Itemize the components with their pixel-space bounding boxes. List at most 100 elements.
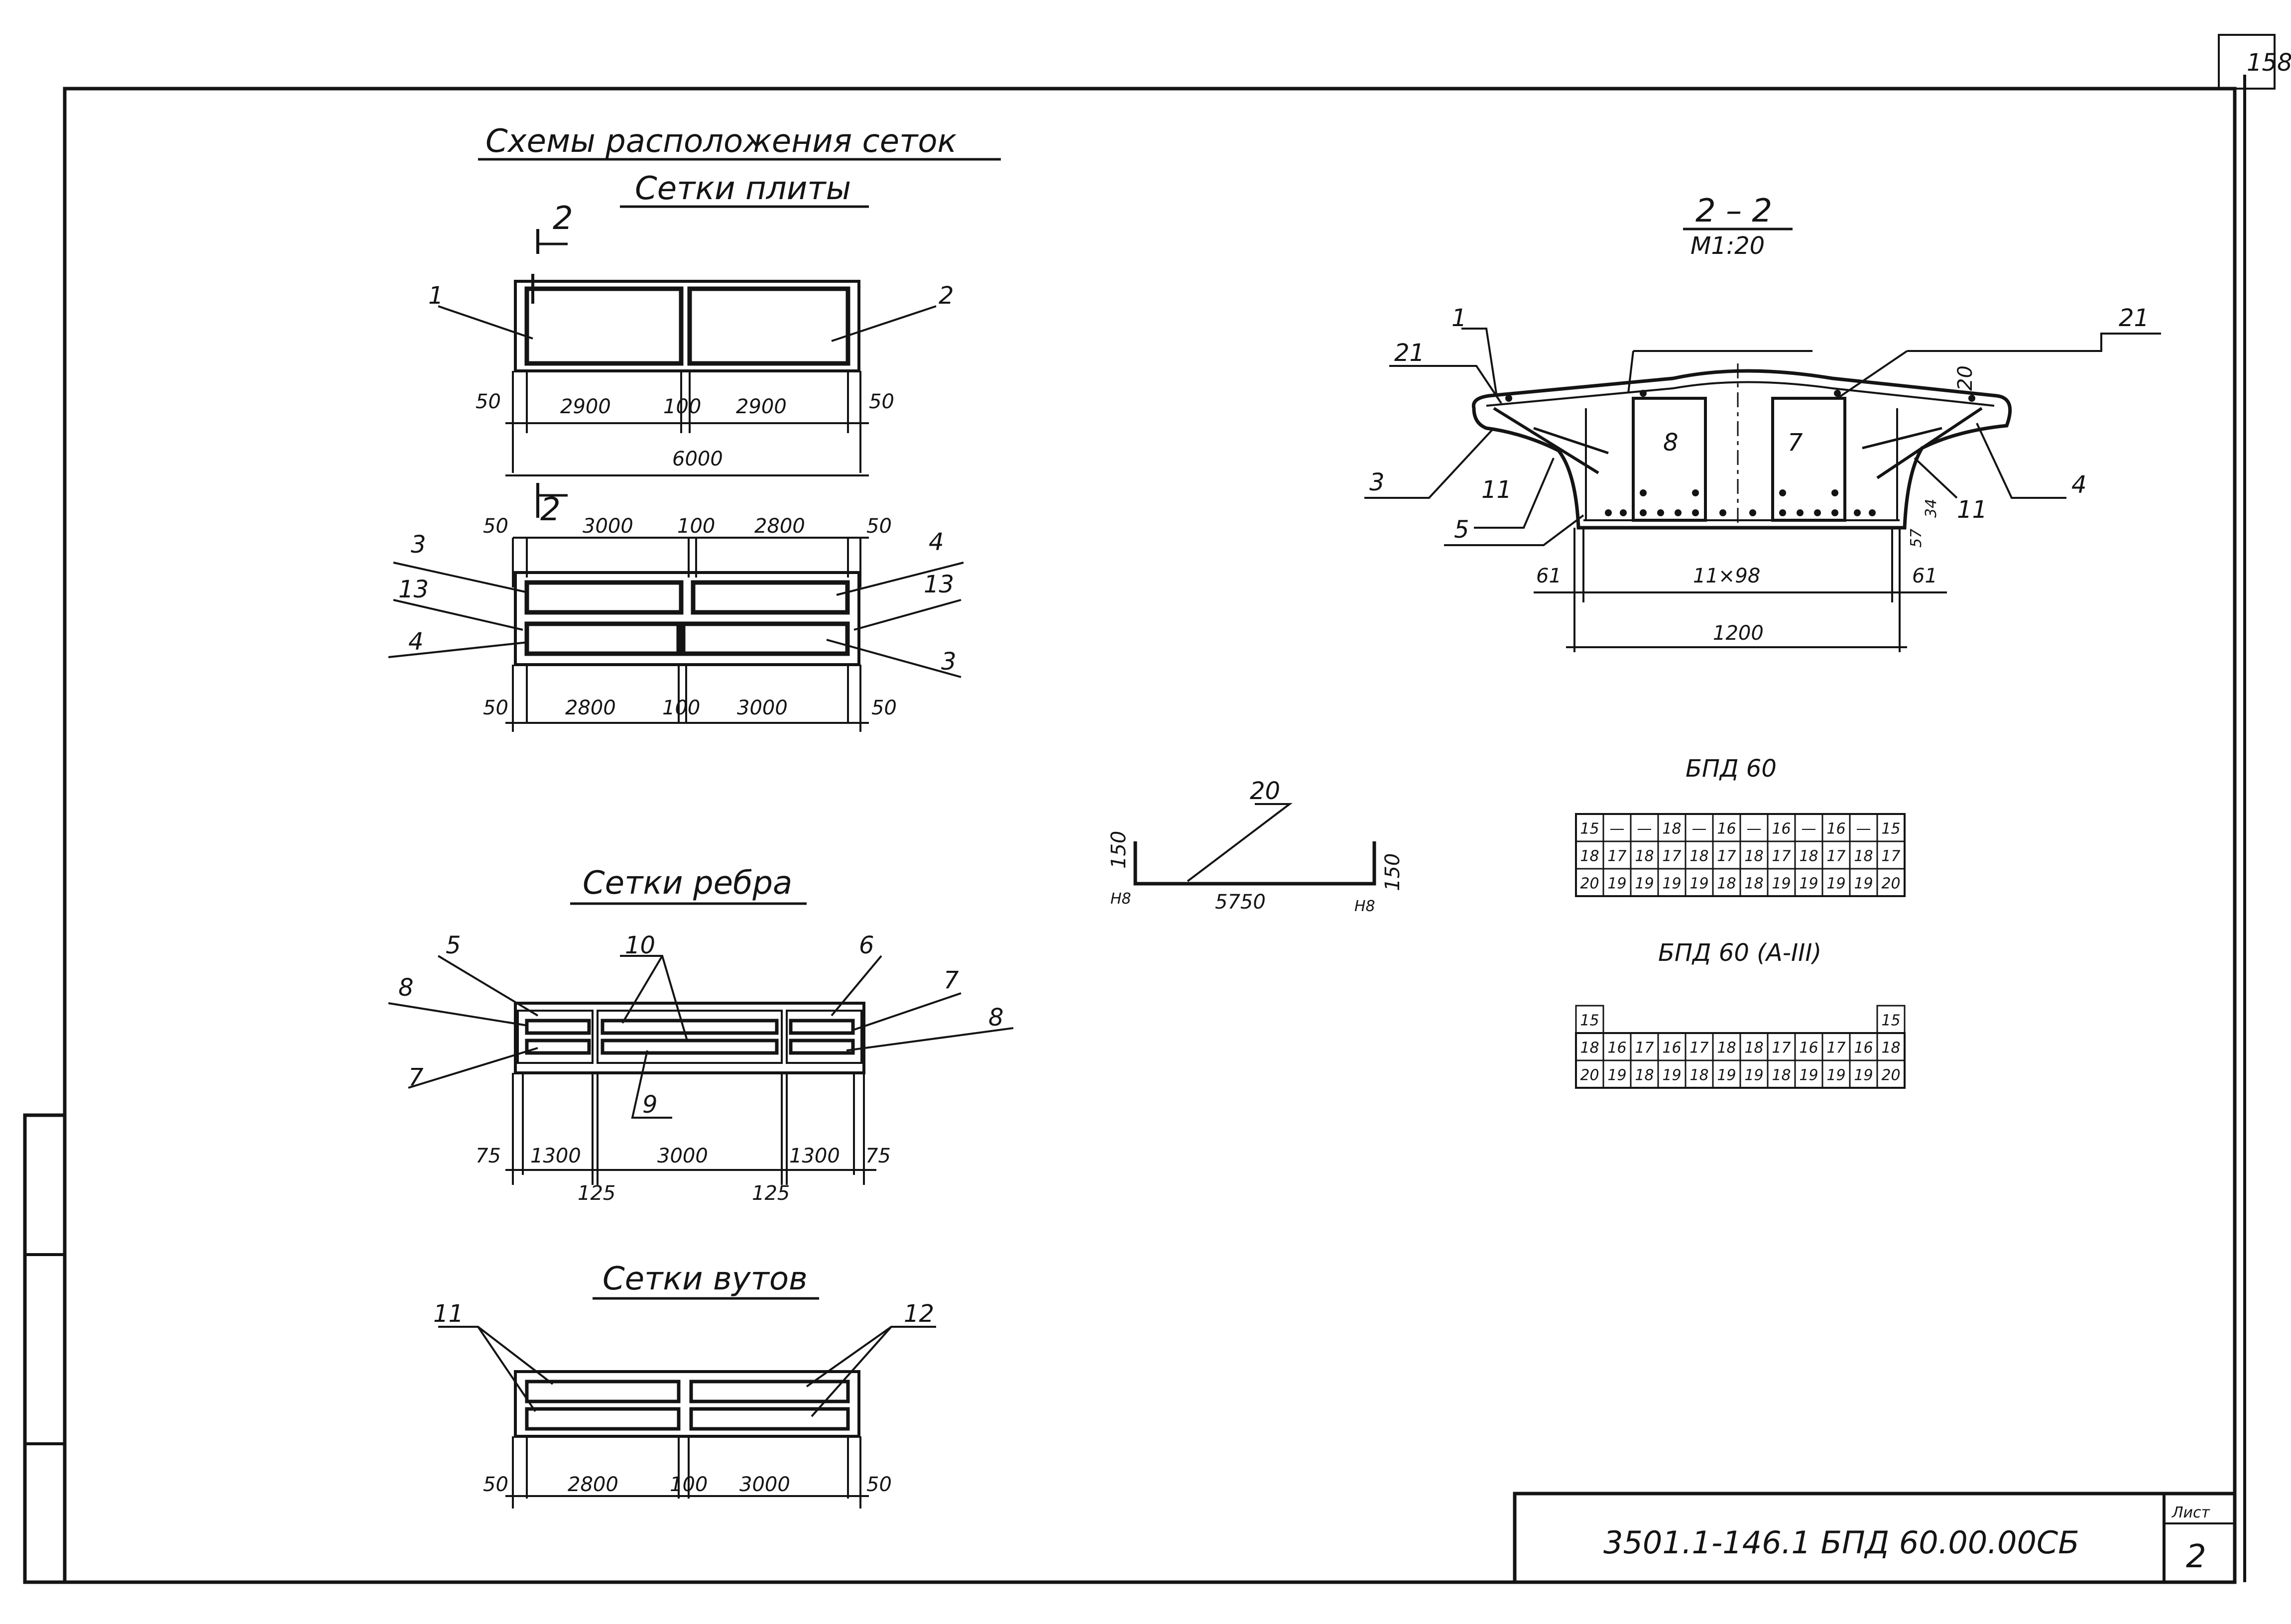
section-label-7: 7 [1788,429,1803,457]
table-cell-value: 18 [1689,848,1708,865]
table-cell-value: 15 [1881,1012,1900,1030]
table-cell-value: 16 [1772,820,1791,838]
table-cell-value: 16 [1854,1040,1873,1057]
rib-label-6: 6 [859,931,874,959]
table-cell-value: 20 [1881,1067,1900,1084]
table-cell-value: 16 [1607,1040,1626,1057]
table-cell-value: 18 [1635,848,1654,865]
section-label-11-right: 11 [1957,496,1987,524]
section-scale: М1:20 [1690,232,1765,260]
table-cell-value: 16 [1717,820,1736,838]
slab-bottom-dim-top-2: 3000 [583,515,633,538]
slab-top-dim-1: 50 [476,390,501,413]
slab-bottom-dim-bottom-5: 50 [871,696,897,719]
table-cell-value: 18 [1635,1067,1654,1084]
title-block [1513,1492,2235,1582]
haunch-dim-1: 50 [483,1473,508,1496]
table-cell-value: 19 [1662,875,1681,893]
table-cell-value: 16 [1826,820,1845,838]
table-2-title: БПД 60 (А-III) [1658,939,1821,967]
document-code: 3501.1-146.1 БПД 60.00.00СБ [1603,1524,2079,1561]
table-cell-value: 17 [1772,1040,1791,1057]
table-cell [1876,1059,1906,1089]
slab-top-dim-4: 2900 [736,395,787,418]
haunch-dim-5: 50 [866,1473,892,1496]
slab-bottom-dim-bottom-3: 100 [662,696,700,719]
section-label-4: 4 [2071,471,2087,499]
slab-top-dim-2: 2900 [560,395,611,418]
section-label-20: 20 [1954,365,1977,391]
section-label-3: 3 [1369,468,1385,496]
table-cell-value: 16 [1799,1040,1818,1057]
rib-dim-low-1: 125 [578,1182,615,1205]
table-cell-value: 18 [1717,1040,1736,1057]
bar-20-label: 20 [1250,777,1280,805]
rib-label-8-right: 8 [988,1004,1004,1032]
table-cell-value: 19 [1826,1067,1845,1084]
table-cell-value: 18 [1580,848,1599,865]
section-dim-61-left: 61 [1536,565,1562,587]
sheet-number: 2 [2186,1538,2206,1575]
haunch-dim-3: 100 [670,1473,708,1496]
section-small-dim-57: 57 [1908,529,1925,548]
haunch-label-12: 12 [904,1300,934,1328]
rib-dim-1: 75 [476,1145,501,1167]
rib-heading: Сетки ребра [583,865,792,902]
haunch-dim-2: 2800 [568,1473,618,1496]
table-cell-value: 18 [1881,1040,1900,1057]
table-cell-value: 19 [1607,1067,1626,1084]
slab-top-dim-3: 100 [663,395,701,418]
section-dim-11x98: 11×98 [1693,565,1760,587]
rib-label-5: 5 [446,931,461,959]
slab-bottom-dim-top-4: 2800 [754,515,805,538]
table-cell-value: 17 [1826,1040,1845,1057]
section-small-dim-34: 34 [1923,499,1940,518]
table-cell-value: 19 [1854,1067,1873,1084]
table-cell-value: 16 [1662,1040,1681,1057]
section-dim-61-right: 61 [1912,565,1937,587]
table-cell-value: 18 [1772,1067,1791,1084]
table-cell-value: 20 [1881,875,1900,893]
table-cell-value: 20 [1580,875,1599,893]
slab-bottom-label-13-right: 13 [924,571,954,598]
table-cell-value: 19 [1635,875,1654,893]
slab-mesh-bottom [388,483,964,732]
section-dim-total: 1200 [1713,622,1764,645]
slab-bottom-dim-bottom-4: 3000 [737,696,788,719]
bar-20-length: 5750 [1215,891,1266,914]
table-cell-value: 19 [1799,1067,1818,1084]
table-cell-value: 19 [1744,1067,1763,1084]
bar-20-height-right: 150 [1381,853,1404,891]
rib-label-9: 9 [642,1091,658,1119]
slab-top-total: 6000 [672,448,723,470]
slab-top-dim-5: 50 [869,390,894,413]
table-cell-value: 18 [1662,820,1681,838]
section-label-11-left: 11 [1481,476,1512,504]
table-cell-value: 18 [1799,848,1818,865]
slab-mesh-top [438,229,937,476]
rib-dim-2: 1300 [530,1145,581,1167]
bar-20-end-left: Н8 [1110,890,1131,908]
haunch-label-11: 11 [433,1300,464,1328]
page-number: 158 [2247,49,2291,77]
slab-top-label-1: 1 [428,282,444,310]
rib-dim-3: 3000 [657,1145,708,1167]
slab-bottom-label-13-left: 13 [398,576,429,603]
table-cell-value: 15 [1580,1012,1599,1030]
table-cell-value: 17 [1717,848,1736,865]
slab-bottom-label-3-left: 3 [411,531,426,559]
slab-bottom-section-mark: 2 [540,491,561,528]
table-cell-value: 18 [1717,875,1736,893]
table-cell-value: 19 [1772,875,1791,893]
rib-label-7-left: 7 [408,1063,424,1091]
section-rebar-dots [1505,390,1975,516]
table-cell-value: 19 [1717,1067,1736,1084]
slab-top-label-2: 2 [939,282,954,310]
slab-bottom-dim-top-3: 100 [677,515,715,538]
table-cell-value: 17 [1689,1040,1708,1057]
table-cell-value: 19 [1826,875,1845,893]
